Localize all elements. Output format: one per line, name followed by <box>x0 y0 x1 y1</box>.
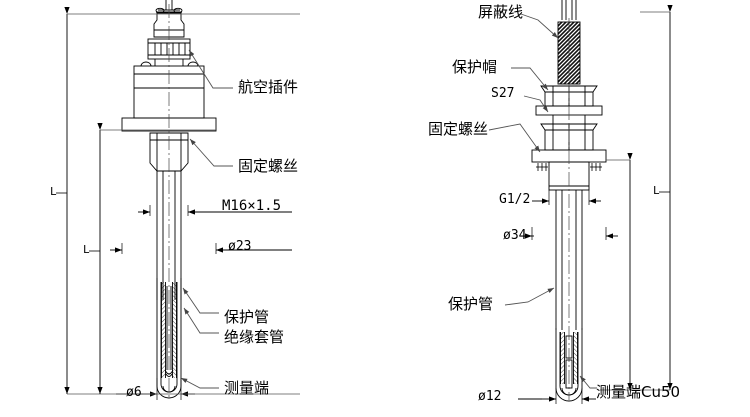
callout-insulating-sleeve: 绝缘套管 <box>224 328 285 346</box>
right-dim-L <box>600 4 673 391</box>
right-dim-thread <box>532 190 601 205</box>
dimension-flange-d23: ø23 <box>228 239 252 254</box>
right-leaders <box>488 13 597 389</box>
callout-protection-tube-left: 保护管 <box>224 308 270 326</box>
callout-shielded-cable: 屏蔽线 <box>478 3 524 21</box>
callout-protective-cap: 保护帽 <box>452 58 498 76</box>
dimension-thread-g12: G1/2 <box>499 192 531 207</box>
dimension-body-d34: ø34 <box>503 228 527 243</box>
callout-fixing-screw-left: 固定螺丝 <box>238 157 299 175</box>
dimension-tube-d6: ø6 <box>126 385 142 400</box>
dimension-length-insertion-left: L <box>83 243 90 256</box>
left-dim-L-overall <box>56 6 300 395</box>
dimension-length-overall-right: L <box>653 184 660 197</box>
right-dim-tube <box>518 388 596 404</box>
right-dim-L-inner <box>606 152 633 390</box>
left-dim-thread <box>138 205 292 216</box>
left-dim-L-insertion <box>89 122 216 394</box>
left-leaders <box>180 49 233 389</box>
dimension-hex-s27: S27 <box>491 86 515 101</box>
callout-protection-tube-right: 保护管 <box>448 295 494 313</box>
dimension-thread-m16: M16×1.5 <box>222 198 282 214</box>
callout-aviation-plug: 航空插件 <box>238 78 299 96</box>
callout-measuring-end-cu50: 测量端Cu50 <box>596 383 681 401</box>
dimension-tube-d12: ø12 <box>478 389 502 404</box>
right-probe-geometry <box>531 0 607 402</box>
left-dim-flange <box>110 243 292 254</box>
left-probe-geometry <box>121 0 217 399</box>
callout-fixing-screw-right: 固定螺丝 <box>428 120 489 138</box>
right-dim-body <box>520 227 618 240</box>
dimension-length-overall-left: L <box>50 185 57 198</box>
callout-measuring-end-left: 测量端 <box>224 379 270 397</box>
